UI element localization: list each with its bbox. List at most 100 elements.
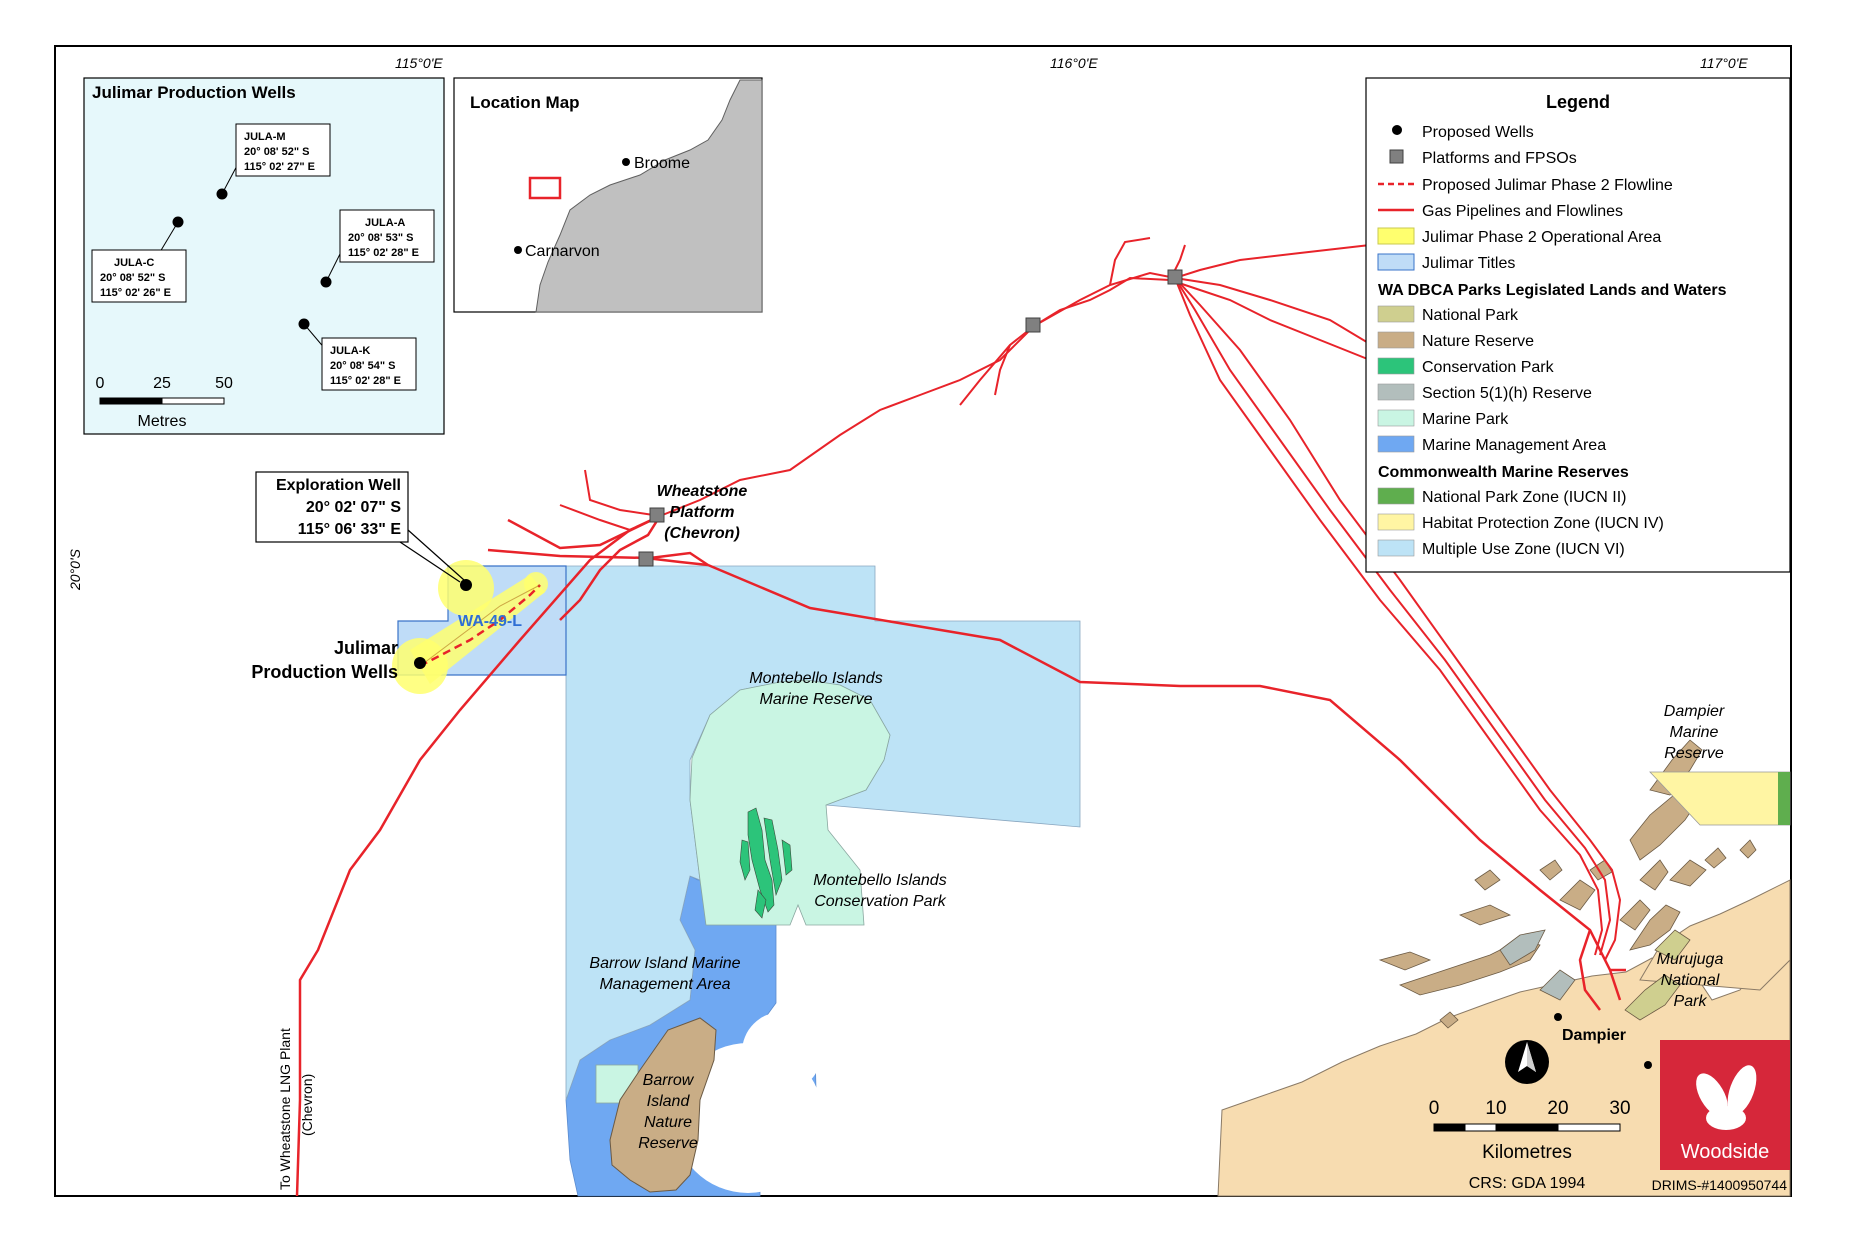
lng-plant-label-1: To Wheatstone LNG Plant bbox=[277, 1028, 293, 1190]
legend-wa-0: National Park bbox=[1422, 307, 1519, 324]
jula-m-lon: 115° 02' 27" E bbox=[244, 161, 315, 173]
julimar-production-wells-label-2: Production Wells bbox=[251, 662, 398, 682]
platform-2 bbox=[638, 551, 654, 567]
legend-swatch-multiple-use-zone bbox=[1377, 539, 1415, 557]
jula-k-name: JULA-K bbox=[330, 345, 370, 357]
scale-tick-10: 10 bbox=[1485, 1098, 1506, 1119]
barrow-nr-label-3: Nature bbox=[644, 1114, 692, 1131]
legend-symbol-well bbox=[1392, 125, 1402, 135]
dampier-islands bbox=[1378, 739, 1757, 1029]
platform-4 bbox=[1167, 269, 1183, 285]
graticule-117E: 117°0'E bbox=[1700, 55, 1748, 71]
dampier-mr-label-2: Marine bbox=[1670, 724, 1719, 741]
legend-swatch-marine-park bbox=[1377, 409, 1415, 427]
jula-c-lat: 20° 08' 52" S bbox=[100, 272, 165, 284]
legend-swatch-operational-area bbox=[1377, 227, 1415, 245]
montebello-mr-label-1: Montebello Islands bbox=[749, 670, 882, 687]
legend-swatch-conservation-park bbox=[1377, 357, 1415, 375]
julimar-production-wells-label-1: Julimar bbox=[334, 638, 398, 658]
montebello-mr-label-2: Marine Reserve bbox=[760, 691, 873, 708]
dampier-mr-label-1: Dampier bbox=[1664, 703, 1725, 720]
broome-label: Broome bbox=[634, 155, 690, 172]
platform-3 bbox=[1025, 317, 1041, 333]
legend-swatch-julimar-titles bbox=[1377, 253, 1415, 271]
proposed-flowline-edge bbox=[419, 584, 541, 667]
barrow-island-nature-reserve bbox=[609, 1017, 717, 1193]
wheatstone-label-2: Platform bbox=[670, 504, 735, 521]
legend-item-1: Platforms and FPSOs bbox=[1422, 150, 1577, 167]
proposed-flowline bbox=[419, 584, 541, 668]
legend-wa-5: Marine Management Area bbox=[1422, 437, 1606, 454]
legend-item-3: Gas Pipelines and Flowlines bbox=[1422, 203, 1623, 220]
dampier-marker bbox=[1554, 1013, 1562, 1021]
graticule-115E: 115°0'E bbox=[395, 55, 443, 71]
scale-bar: 0 10 20 30 Kilometres CRS: GDA 1994 bbox=[1429, 1098, 1631, 1192]
marine-area-clearing-2 bbox=[673, 1043, 823, 1193]
legend-item-5: Julimar Titles bbox=[1422, 255, 1515, 272]
town-marker-2 bbox=[1644, 1061, 1652, 1069]
legend-swatch-nature-reserve bbox=[1377, 331, 1415, 349]
montebello-cp-label-2: Conservation Park bbox=[814, 893, 947, 910]
inset-scale-25: 25 bbox=[153, 375, 171, 392]
graticule-116E: 116°0'E bbox=[1050, 55, 1098, 71]
inset-scale-50: 50 bbox=[215, 375, 233, 392]
wheatstone-platform bbox=[649, 507, 665, 523]
jula-k-lat: 20° 08' 54" S bbox=[330, 360, 395, 372]
dampier-town-label: Dampier bbox=[1562, 1027, 1626, 1044]
woodside-brand: Woodside bbox=[1681, 1141, 1770, 1163]
legend-item-2: Proposed Julimar Phase 2 Flowline bbox=[1422, 177, 1673, 194]
inset-scale-unit: Metres bbox=[138, 413, 187, 430]
barrow-mma-label-1: Barrow Island Marine bbox=[589, 955, 740, 972]
inset-location-map: Location Map Broome Carnarvon bbox=[453, 77, 763, 313]
doc-ref: DRIMS-#1400950744 bbox=[1652, 1177, 1788, 1193]
north-arrow-icon bbox=[1505, 1040, 1549, 1084]
dampier-national-park-zone bbox=[1778, 772, 1790, 825]
jula-m-name: JULA-M bbox=[244, 131, 286, 143]
legend-item-0: Proposed Wells bbox=[1422, 124, 1534, 141]
inset-production-wells: Julimar Production Wells JULA-M 20° 08' … bbox=[83, 77, 445, 435]
exploration-well-line2: 20° 02' 07" S bbox=[306, 499, 402, 516]
exploration-well-line3: 115° 06' 33" E bbox=[298, 521, 402, 538]
jula-a-name: JULA-A bbox=[365, 217, 405, 229]
legend-wa-2: Conservation Park bbox=[1422, 359, 1555, 376]
inset-wells-title: Julimar Production Wells bbox=[92, 83, 296, 102]
legend-swatch-national-park bbox=[1377, 305, 1415, 323]
jula-c-name: JULA-C bbox=[114, 257, 154, 269]
legend-wa-4: Marine Park bbox=[1422, 411, 1509, 428]
montebello-conservation-park bbox=[689, 679, 891, 926]
jula-m-lat: 20° 08' 52" S bbox=[244, 146, 309, 158]
scale-tick-20: 20 bbox=[1547, 1098, 1568, 1119]
scale-unit: Kilometres bbox=[1482, 1142, 1572, 1163]
montebello-cp-label-1: Montebello Islands bbox=[813, 872, 946, 889]
murujuga-label-1: Murujuga bbox=[1657, 951, 1724, 968]
lng-plant-label-2: (Chevron) bbox=[299, 1074, 315, 1136]
legend-swatch-habitat-protection-zone bbox=[1377, 513, 1415, 531]
barrow-nr-label-4: Reserve bbox=[638, 1135, 698, 1152]
exploration-well-line1: Exploration Well bbox=[276, 477, 401, 494]
wa-49-l-label: WA-49-L bbox=[458, 613, 522, 630]
legend-section-wa: WA DBCA Parks Legislated Lands and Water… bbox=[1378, 282, 1727, 299]
production-wells-marker bbox=[414, 657, 426, 669]
murujuga-label-2: National bbox=[1661, 972, 1720, 989]
murujuga-label-3: Park bbox=[1674, 993, 1708, 1010]
wheatstone-label-3: (Chevron) bbox=[664, 525, 740, 542]
barrow-mma-label-2: Management Area bbox=[599, 976, 730, 993]
inset-scale-0: 0 bbox=[96, 375, 105, 392]
legend-wa-3: Section 5(1)(h) Reserve bbox=[1422, 385, 1592, 402]
dampier-mr-label-3: Reserve bbox=[1664, 745, 1724, 762]
carnarvon-label: Carnarvon bbox=[525, 243, 600, 260]
legend-cw-0: National Park Zone (IUCN II) bbox=[1422, 489, 1627, 506]
legend-swatch-national-park-zone bbox=[1377, 487, 1415, 505]
barrow-nr-label-1: Barrow bbox=[643, 1072, 695, 1089]
jula-c-lon: 115° 02' 26" E bbox=[100, 287, 171, 299]
scale-tick-30: 30 bbox=[1609, 1098, 1630, 1119]
legend: Legend Proposed Wells Platforms and FPSO… bbox=[1365, 77, 1791, 573]
legend-title: Legend bbox=[1546, 92, 1610, 112]
jula-a-lon: 115° 02' 28" E bbox=[348, 247, 419, 259]
crs-label: CRS: GDA 1994 bbox=[1469, 1175, 1586, 1192]
wheatstone-label-1: Wheatstone bbox=[657, 483, 748, 500]
legend-section-cw: Commonwealth Marine Reserves bbox=[1378, 464, 1629, 481]
legend-swatch-section5-reserve bbox=[1377, 383, 1415, 401]
jula-k-lon: 115° 02' 28" E bbox=[330, 375, 401, 387]
